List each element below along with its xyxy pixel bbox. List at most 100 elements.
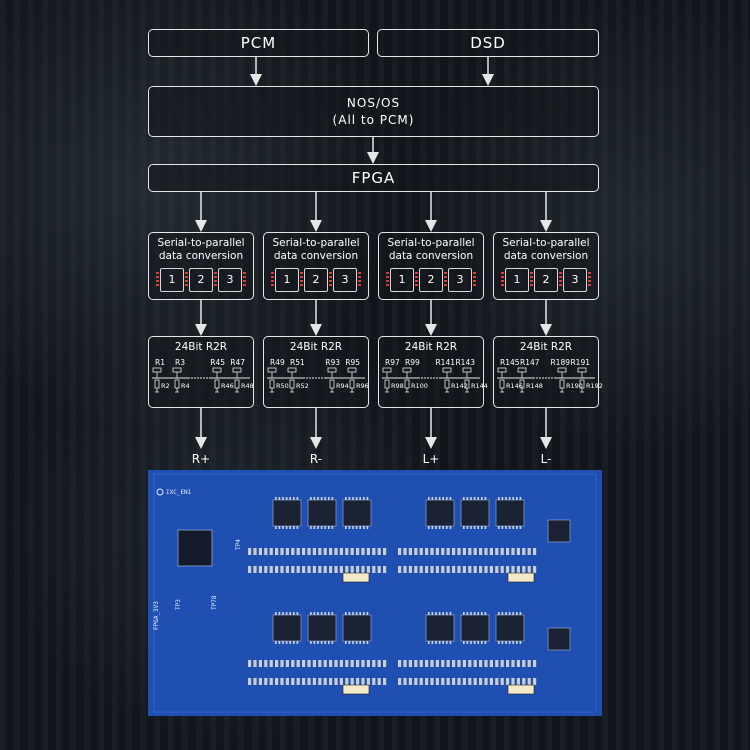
smd-resistor bbox=[457, 548, 461, 555]
r2r-title: 24Bit R2R bbox=[289, 341, 343, 353]
chip-icon: 1 bbox=[156, 268, 188, 292]
smd-resistor bbox=[285, 678, 289, 685]
converter-box-3: Serial-to-parallel data conversion 1 2 3 bbox=[378, 232, 484, 300]
ic-pin bbox=[477, 497, 479, 500]
smd-resistor bbox=[296, 566, 300, 573]
ic-pin bbox=[320, 612, 323, 615]
smd-resistor bbox=[334, 548, 338, 555]
ic-pin bbox=[317, 526, 319, 529]
resistor-icon bbox=[444, 379, 450, 389]
smd-resistor bbox=[302, 660, 306, 667]
smd-resistor bbox=[414, 548, 418, 555]
smd-resistor bbox=[248, 660, 252, 667]
smd-resistor bbox=[366, 678, 370, 685]
ic-pin bbox=[278, 526, 281, 529]
smd-resistor bbox=[500, 566, 504, 573]
smd-resistor bbox=[318, 678, 322, 685]
ic-pin bbox=[428, 641, 430, 644]
resistor-label: R50 bbox=[276, 382, 289, 390]
ic-pin bbox=[428, 612, 430, 615]
ic-pin bbox=[331, 641, 334, 644]
ic-pin bbox=[431, 497, 434, 500]
resistor-label: R142 bbox=[451, 382, 468, 390]
smd-resistor bbox=[377, 548, 381, 555]
chip-icon: 2 bbox=[530, 268, 562, 292]
ic-pin bbox=[278, 641, 281, 644]
ic-pin bbox=[505, 526, 507, 529]
smd-resistor bbox=[484, 566, 488, 573]
ic-pin bbox=[484, 641, 487, 644]
ic-pin bbox=[320, 526, 323, 529]
smd-resistor bbox=[398, 566, 402, 573]
ic-pin bbox=[310, 612, 312, 615]
tp4-label: TP4 bbox=[235, 539, 242, 550]
smd-resistor bbox=[339, 660, 343, 667]
ic-pin bbox=[428, 497, 430, 500]
smd-resistor bbox=[435, 660, 439, 667]
ic-pin bbox=[317, 641, 319, 644]
smd-resistor bbox=[366, 566, 370, 573]
chip-icon: 1 bbox=[501, 268, 533, 292]
smd-resistor bbox=[452, 660, 456, 667]
smd-resistor bbox=[435, 548, 439, 555]
smd-resistor bbox=[425, 548, 429, 555]
ic-pin bbox=[442, 641, 444, 644]
ic-pin bbox=[366, 526, 369, 529]
resistor-icon bbox=[497, 367, 507, 373]
smd-resistor bbox=[522, 566, 526, 573]
ic-chip bbox=[425, 614, 455, 642]
resistor-label: R192 bbox=[586, 382, 603, 390]
ic-pin bbox=[317, 612, 319, 615]
ic-pin bbox=[328, 641, 330, 644]
ic-pin bbox=[466, 526, 469, 529]
ic-chip bbox=[272, 614, 302, 642]
smd-resistor bbox=[403, 566, 407, 573]
smd-resistor bbox=[441, 548, 445, 555]
ic-pin bbox=[519, 526, 522, 529]
pcm-label: PCM bbox=[240, 34, 277, 52]
smd-resistor bbox=[323, 660, 327, 667]
smd-resistor bbox=[291, 566, 295, 573]
ic-pin bbox=[438, 641, 441, 644]
smd-resistor bbox=[350, 660, 354, 667]
smd-resistor bbox=[473, 660, 477, 667]
smd-resistor bbox=[280, 566, 284, 573]
ic-pin bbox=[463, 497, 465, 500]
resistor-icon bbox=[267, 367, 277, 373]
smd-resistor bbox=[408, 566, 412, 573]
ic-pin bbox=[484, 612, 487, 615]
ic-pin bbox=[289, 526, 291, 529]
resistor-label: R2 bbox=[161, 382, 170, 390]
ic-pin bbox=[431, 612, 434, 615]
resistor-icon bbox=[462, 367, 472, 373]
smd-resistor bbox=[419, 678, 423, 685]
resistor-label: R4 bbox=[181, 382, 190, 390]
smd-resistor bbox=[264, 566, 268, 573]
ic-pin bbox=[289, 612, 291, 615]
smd-resistor bbox=[511, 678, 515, 685]
resistor-icon bbox=[152, 367, 162, 373]
ic-pin bbox=[438, 526, 441, 529]
resistor-icon bbox=[557, 367, 567, 373]
smd-resistor bbox=[506, 660, 510, 667]
ic-pin bbox=[505, 497, 507, 500]
ic-pin bbox=[512, 612, 514, 615]
ic-pin bbox=[431, 641, 434, 644]
smd-resistor bbox=[302, 566, 306, 573]
smd-resistor bbox=[253, 566, 257, 573]
ic-pin bbox=[293, 612, 295, 615]
smd-resistor bbox=[264, 678, 268, 685]
smd-resistor bbox=[307, 548, 311, 555]
ic-pin bbox=[512, 641, 514, 644]
smd-resistor bbox=[345, 566, 349, 573]
converter-box-2: Serial-to-parallel data conversion 1 2 3 bbox=[263, 232, 369, 300]
resistor-label: R141 bbox=[435, 358, 455, 367]
smd-resistor bbox=[462, 566, 466, 573]
smd-resistor bbox=[473, 566, 477, 573]
smd-resistor bbox=[372, 660, 376, 667]
resistor-icon bbox=[499, 379, 505, 389]
smd-resistor bbox=[398, 548, 402, 555]
resistor-label: R1 bbox=[155, 358, 165, 367]
